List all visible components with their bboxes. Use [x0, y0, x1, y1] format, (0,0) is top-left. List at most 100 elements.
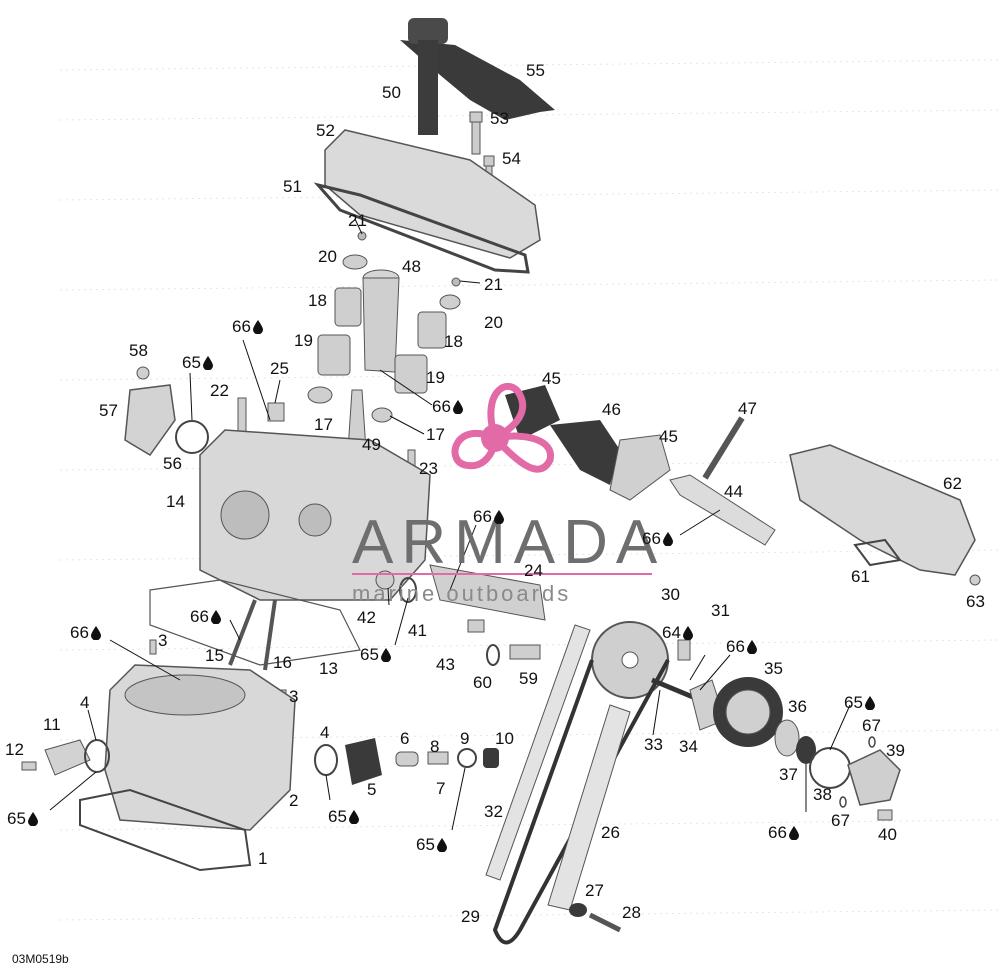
callout-4: 4 — [320, 724, 329, 742]
callout-14: 14 — [166, 493, 185, 511]
part-17-retainer-a — [307, 386, 333, 404]
watermark-brand: ARMADA — [352, 508, 666, 577]
part-52-valve-cover — [324, 129, 541, 259]
part-30-hub — [621, 651, 639, 669]
part-21-screw-a — [357, 231, 367, 241]
callout-8: 8 — [430, 738, 439, 756]
part-62-manifold — [789, 444, 976, 576]
part-3-dowel-a — [149, 639, 157, 655]
callout-67: 67 — [862, 717, 881, 735]
callout-3: 3 — [289, 688, 298, 706]
callout-number: 65 — [844, 693, 863, 712]
callout-number: 32 — [484, 802, 503, 821]
callout-28: 28 — [622, 904, 641, 922]
callout-number: 52 — [316, 121, 335, 140]
callout-number: 28 — [622, 903, 641, 922]
part-6-plunger — [395, 751, 419, 767]
callout-number: 44 — [724, 482, 743, 501]
part-51-gasket — [313, 182, 530, 274]
callout-number: 54 — [502, 149, 521, 168]
callout-number: 34 — [679, 737, 698, 756]
callout-number: 51 — [283, 177, 302, 196]
callout-7: 7 — [436, 780, 445, 798]
callout-number: 31 — [711, 601, 730, 620]
watermark-tagline: marine outboards — [352, 581, 572, 606]
callout-number: 59 — [519, 669, 538, 688]
part-14-port-2 — [298, 503, 332, 537]
callout-number: 22 — [210, 381, 229, 400]
part-43-bolt — [467, 619, 485, 633]
callout-number: 4 — [80, 693, 90, 712]
callout-56: 56 — [163, 455, 182, 473]
callout-number: 23 — [419, 459, 438, 478]
part-50-dipstick — [408, 18, 448, 135]
callout-66: 66 — [432, 398, 465, 416]
callout-number: 26 — [601, 823, 620, 842]
part-15-valve — [228, 599, 257, 666]
callout-number: 50 — [382, 83, 401, 102]
callout-38: 38 — [813, 786, 832, 804]
callout-37: 37 — [779, 766, 798, 784]
callout-65: 65 — [7, 810, 40, 828]
oil-drop-icon — [380, 648, 391, 662]
callout-19: 19 — [294, 332, 313, 350]
part-10-plug — [483, 748, 499, 768]
part-31-pin — [677, 639, 691, 661]
callout-66: 66 — [642, 530, 675, 548]
callout-53: 53 — [490, 110, 509, 128]
callout-number: 40 — [878, 825, 897, 844]
oil-drop-icon — [348, 810, 359, 824]
callout-number: 27 — [585, 881, 604, 900]
callout-number: 66 — [726, 637, 745, 656]
callout-45: 45 — [542, 370, 561, 388]
callout-17: 17 — [314, 416, 333, 434]
callout-number: 64 — [662, 623, 681, 642]
callout-number: 65 — [328, 807, 347, 826]
callout-number: 21 — [484, 275, 503, 294]
part-53-screw — [469, 111, 483, 155]
part-47-bolt — [702, 416, 745, 480]
callout-19: 19 — [426, 369, 445, 387]
part-8-spring — [427, 751, 449, 765]
callout-number: 38 — [813, 785, 832, 804]
part-26-chain-guide — [547, 704, 631, 911]
callout-number: 8 — [430, 737, 440, 756]
part-19-spring-a — [317, 334, 351, 376]
callout-50: 50 — [382, 84, 401, 102]
callout-4: 4 — [80, 694, 89, 712]
callout-66: 66 — [726, 638, 759, 656]
callout-54: 54 — [502, 150, 521, 168]
part-59-fitting — [509, 644, 541, 660]
part-32-chain-guide — [485, 624, 591, 881]
callout-40: 40 — [878, 826, 897, 844]
callout-number: 5 — [367, 780, 377, 799]
part-60-washer — [486, 644, 500, 666]
callout-43: 43 — [436, 656, 455, 674]
callout-number: 63 — [966, 592, 985, 611]
callout-number: 42 — [357, 608, 376, 627]
callout-21: 21 — [484, 276, 503, 294]
part-46-elbow — [550, 420, 620, 485]
callout-number: 35 — [764, 659, 783, 678]
part-18-spring-a — [334, 287, 362, 327]
oil-drop-icon — [210, 610, 221, 624]
callout-number: 13 — [319, 659, 338, 678]
oil-drop-icon — [202, 356, 213, 370]
callout-49: 49 — [362, 436, 381, 454]
part-21-screw-b — [451, 277, 461, 287]
callout-16: 16 — [273, 654, 292, 672]
callout-60: 60 — [473, 674, 492, 692]
callout-number: 12 — [5, 740, 24, 759]
callout-33: 33 — [644, 736, 663, 754]
part-29-chain — [492, 659, 670, 945]
callout-number: 10 — [495, 729, 514, 748]
callout-number: 29 — [461, 907, 480, 926]
part-4-o-ring-b — [314, 744, 338, 776]
callout-66: 66 — [70, 624, 103, 642]
callout-number: 43 — [436, 655, 455, 674]
part-5-tensioner — [345, 738, 382, 785]
callout-number: 49 — [362, 435, 381, 454]
callout-number: 41 — [408, 621, 427, 640]
part-58-screw — [136, 366, 150, 380]
callout-number: 14 — [166, 492, 185, 511]
